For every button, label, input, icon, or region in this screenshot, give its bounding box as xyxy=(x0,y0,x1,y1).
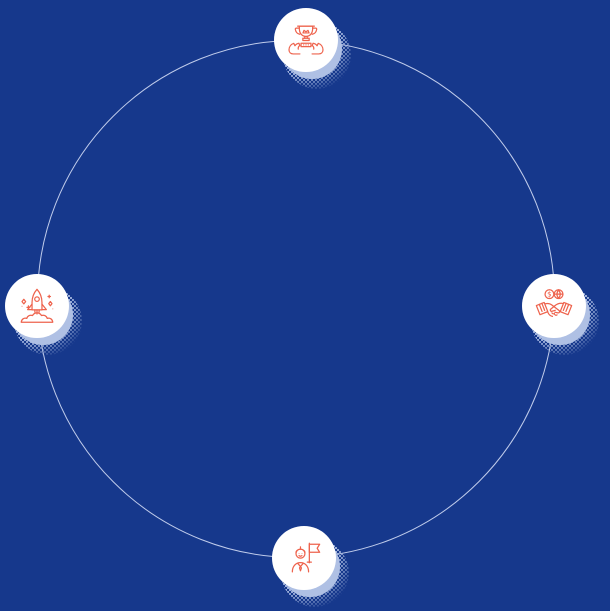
cycle-ring xyxy=(37,40,555,558)
svg-text:$: $ xyxy=(547,290,552,299)
node-partnership: $ xyxy=(522,274,599,355)
badge-circle: $ xyxy=(522,274,586,338)
node-leadership xyxy=(272,526,349,607)
handshake-money-icon: $ xyxy=(535,289,573,318)
trophy-in-hands-icon xyxy=(288,25,324,55)
person-with-flag-icon xyxy=(291,542,321,573)
badge-circle xyxy=(274,8,338,72)
rocket-launch-icon xyxy=(20,288,54,323)
badge-circle xyxy=(272,526,336,590)
node-launch xyxy=(5,274,82,355)
badge-circle xyxy=(5,274,69,338)
node-achievement xyxy=(274,8,351,89)
